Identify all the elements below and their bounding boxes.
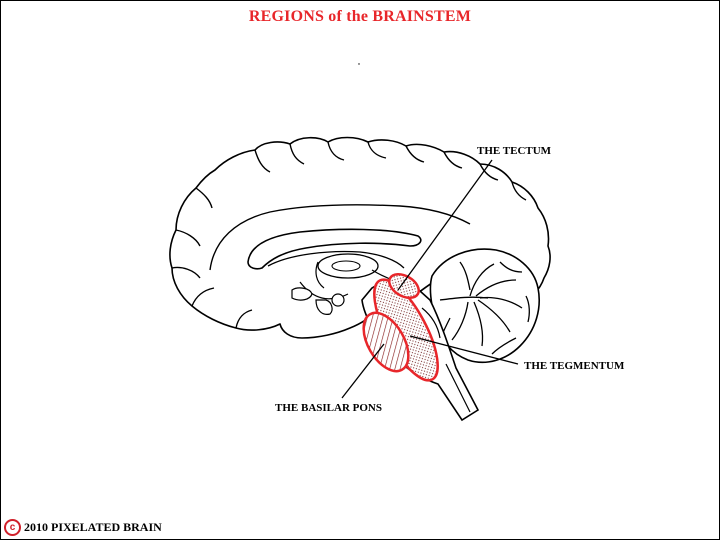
tegmentum-leader-line — [409, 335, 519, 365]
tectum-region — [388, 272, 420, 300]
gyri-folds — [171, 141, 527, 329]
cingulate-line — [209, 204, 471, 271]
pituitary — [315, 299, 333, 315]
arbor-vitae — [439, 261, 530, 355]
fornix — [267, 250, 405, 269]
massa-intermedia — [331, 260, 361, 272]
optic-chiasm — [291, 287, 313, 301]
stray-dot — [358, 63, 360, 65]
fourth-ventricle — [421, 307, 441, 339]
basilar-pons-label: THE BASILAR PONS — [275, 402, 382, 414]
tectum-leader-line — [397, 159, 493, 291]
basilar-pons-leader-line — [341, 343, 385, 399]
spinal-canal — [445, 363, 471, 413]
tegmentum-label: THE TEGMENTUM — [524, 360, 625, 372]
page-title: REGIONS of the BRAINSTEM — [248, 8, 472, 25]
mammillary-body — [331, 293, 345, 307]
copyright-footer: c 2010 PIXELATED BRAIN — [4, 519, 162, 536]
copyright-text: 2010 PIXELATED BRAIN — [24, 520, 162, 534]
corpus-callosum — [247, 228, 422, 270]
tectum-label: THE TECTUM — [477, 145, 552, 157]
copyright-icon: c — [4, 519, 21, 536]
